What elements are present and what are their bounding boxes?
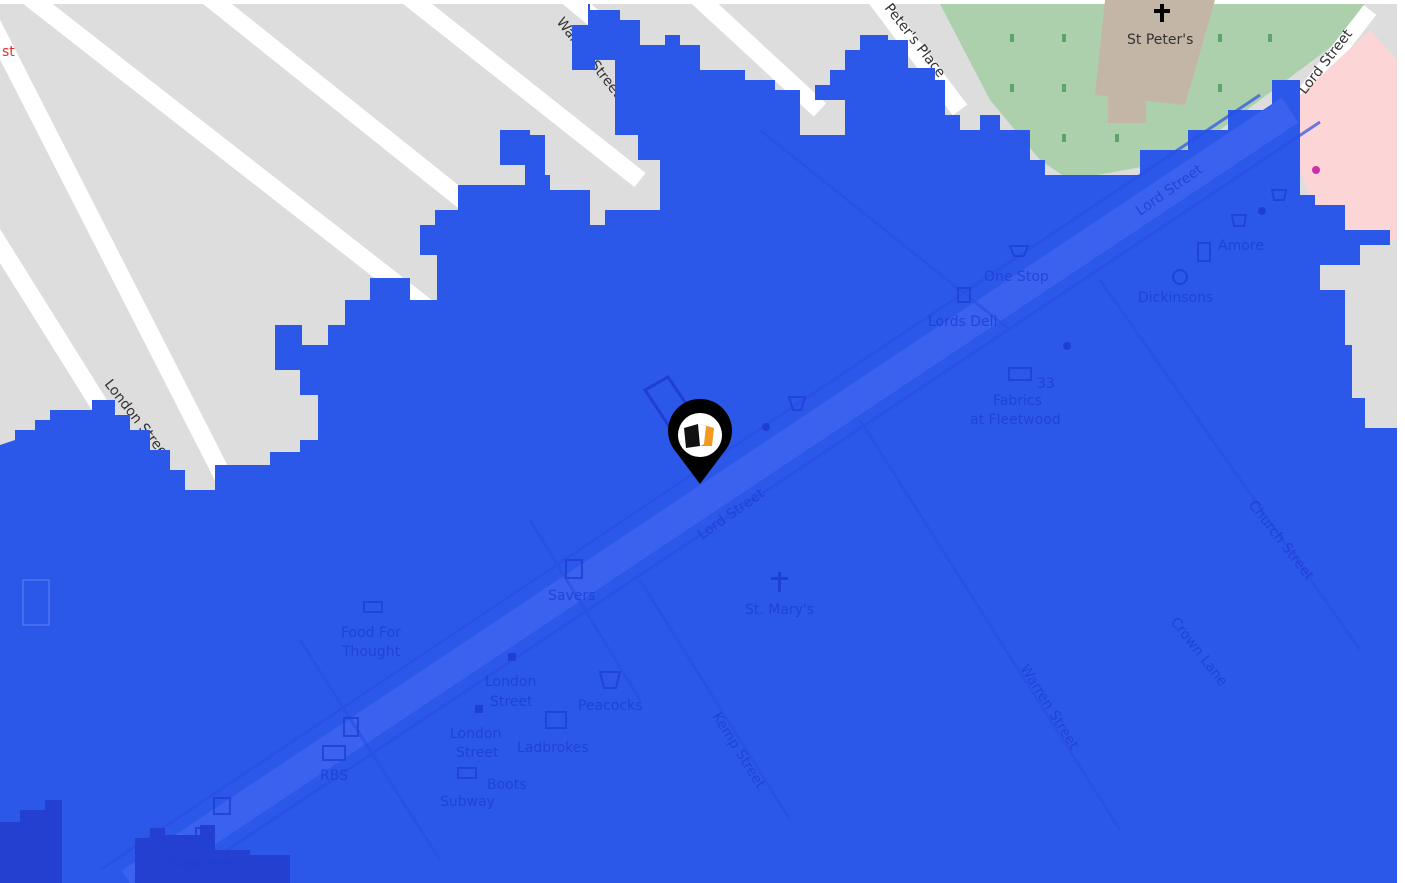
label-london-street-a2: Street [490, 694, 533, 710]
road-edge [1098, 279, 1362, 651]
jar-icon [957, 287, 971, 303]
burger-icon [363, 601, 383, 613]
road-edge [638, 579, 792, 821]
frame-right [1397, 0, 1405, 883]
label-subway: Subway [440, 794, 495, 810]
cup-icon [1230, 214, 1248, 227]
tree-icon [1062, 134, 1066, 142]
flood-deep-area-2 [135, 825, 290, 883]
shop-icon [1197, 242, 1211, 262]
betting-icon [545, 711, 567, 729]
st-peters-church-building [1095, 0, 1215, 105]
label-london-street-b2: Street [456, 745, 499, 761]
toilet-icon [565, 559, 583, 579]
poi-dot [475, 705, 483, 713]
label-fabrics-number: 33 [1037, 376, 1055, 392]
flooded-road-edges [99, 93, 1362, 883]
tree-icon [1010, 84, 1014, 92]
street-line [0, 19, 239, 495]
road-edge [175, 120, 1321, 883]
label-food-line1: Food For [341, 625, 401, 641]
tree-icon [1062, 84, 1066, 92]
road-edge [528, 519, 642, 701]
st-peters-annex [1108, 95, 1146, 123]
label-one-stop: One Stop [984, 269, 1049, 285]
street-line [398, 0, 646, 188]
label-fragment: st [2, 44, 15, 60]
label-peacocks: Peacocks [578, 698, 643, 714]
burger-icon [457, 767, 477, 779]
tshirt-icon [598, 671, 622, 689]
label-london-street-a1: London [485, 674, 536, 690]
building-outline-small [22, 579, 50, 626]
poi-dot [508, 653, 516, 661]
label-ladbrokes: Ladbrokes [517, 740, 589, 756]
tree-icon [1218, 84, 1222, 92]
poi-dots [475, 207, 1266, 713]
fabric-icon [1008, 367, 1032, 381]
bank-note-icon [322, 745, 346, 761]
flood-deep-area [0, 800, 62, 883]
label-food-line2: Thought [341, 644, 401, 660]
tree-icon [1062, 34, 1066, 42]
ring-icon [1172, 269, 1188, 285]
label-boots: Boots [487, 777, 527, 793]
cross-icon [771, 572, 788, 592]
label-supanews: Supanews [166, 856, 237, 872]
basket-icon [1008, 245, 1030, 257]
road-edge [858, 419, 1122, 831]
label-fabrics-line2: at Fleetwood [970, 412, 1061, 428]
label-st-peters: St Peter's [1127, 32, 1193, 48]
cup-icon [1270, 189, 1288, 201]
tree-icon [1218, 34, 1222, 42]
poi-dot [1312, 166, 1320, 174]
map-pin-icon[interactable] [667, 398, 732, 484]
tree-icon [1115, 134, 1119, 142]
retail-area [1300, 30, 1397, 250]
street-line [18, 0, 436, 318]
cross-icon [1154, 4, 1170, 22]
atm-icon [343, 717, 359, 737]
poi-dot [762, 423, 770, 431]
tree-group [1010, 34, 1272, 142]
cup-icon [787, 396, 807, 411]
road-edge [99, 93, 1261, 872]
poi-icons [195, 189, 1288, 845]
label-fabrics-line1: Fabrics [993, 393, 1042, 409]
poi-dot [1258, 207, 1266, 215]
label-london-street-b1: London [450, 726, 501, 742]
label-lords-deli: Lords Deli [928, 314, 997, 330]
label-amore: Amore [1218, 238, 1264, 254]
label-st-marys: St. Mary's [745, 602, 814, 618]
road-edge [759, 128, 1011, 332]
poi-dot [1063, 342, 1071, 350]
tree-icon [1268, 34, 1272, 42]
road-edge [298, 639, 442, 861]
label-dickinsons: Dickinsons [1138, 290, 1213, 306]
label-rbs: RBS [320, 768, 348, 784]
pharmacy-icon [213, 797, 231, 815]
newsagent-icon [195, 827, 213, 845]
tree-icon [1010, 34, 1014, 42]
label-savers: Savers [548, 588, 595, 604]
